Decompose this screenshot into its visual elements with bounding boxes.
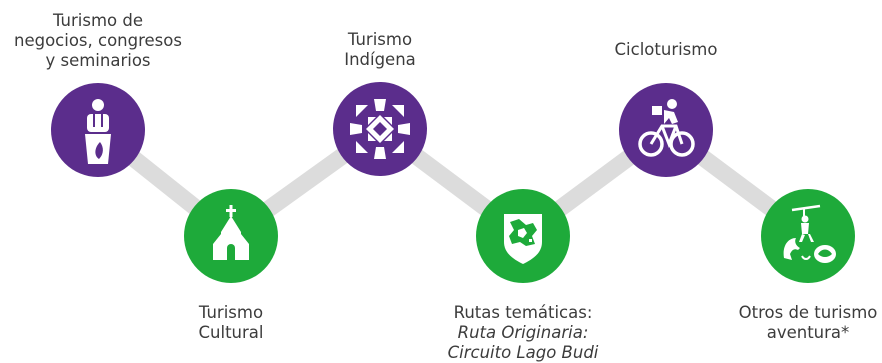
label-ciclo: Cicloturismo [546, 40, 786, 60]
node-ciclo [619, 83, 713, 177]
indigenous-cross-icon [350, 99, 410, 159]
node-rutas [476, 189, 570, 283]
label-line: Turismo [347, 30, 413, 49]
node-negocios [51, 83, 145, 177]
label-line: Turismo [198, 303, 264, 322]
region-map-shield-icon [504, 214, 542, 264]
label-line: Indígena [344, 50, 416, 69]
node-aventura [761, 189, 855, 283]
label-negocios: Turismo de negocios, congresos y seminar… [0, 11, 218, 71]
businessman-drink-icon [85, 99, 111, 164]
label-line: Cultural [198, 323, 264, 342]
label-line: negocios, congresos [14, 31, 182, 50]
label-cultural: Turismo Cultural [111, 303, 351, 343]
church-icon [213, 205, 249, 260]
label-indigena: Turismo Indígena [260, 30, 500, 70]
label-aventura: Otros de turismo aventura* [688, 303, 882, 343]
node-cultural [184, 189, 278, 283]
cyclist-icon [638, 99, 695, 157]
label-line: aventura* [766, 323, 850, 342]
node-circle [619, 83, 713, 177]
adventure-zipline-dolphin-icon [783, 204, 836, 263]
label-line-italic: Ruta Originaria: [457, 323, 589, 342]
node-indigena [333, 82, 427, 176]
label-rutas: Rutas temáticas: Ruta Originaria: Circui… [403, 303, 643, 363]
label-line: Otros de turismo [738, 303, 878, 322]
label-line-italic: Circuito Lago Budi [447, 343, 599, 362]
label-line: Cicloturismo [614, 40, 718, 59]
node-circle [761, 189, 855, 283]
label-line: Turismo de [52, 11, 144, 30]
label-line: y seminarios [45, 51, 151, 70]
label-line: Rutas temáticas: [453, 303, 593, 322]
